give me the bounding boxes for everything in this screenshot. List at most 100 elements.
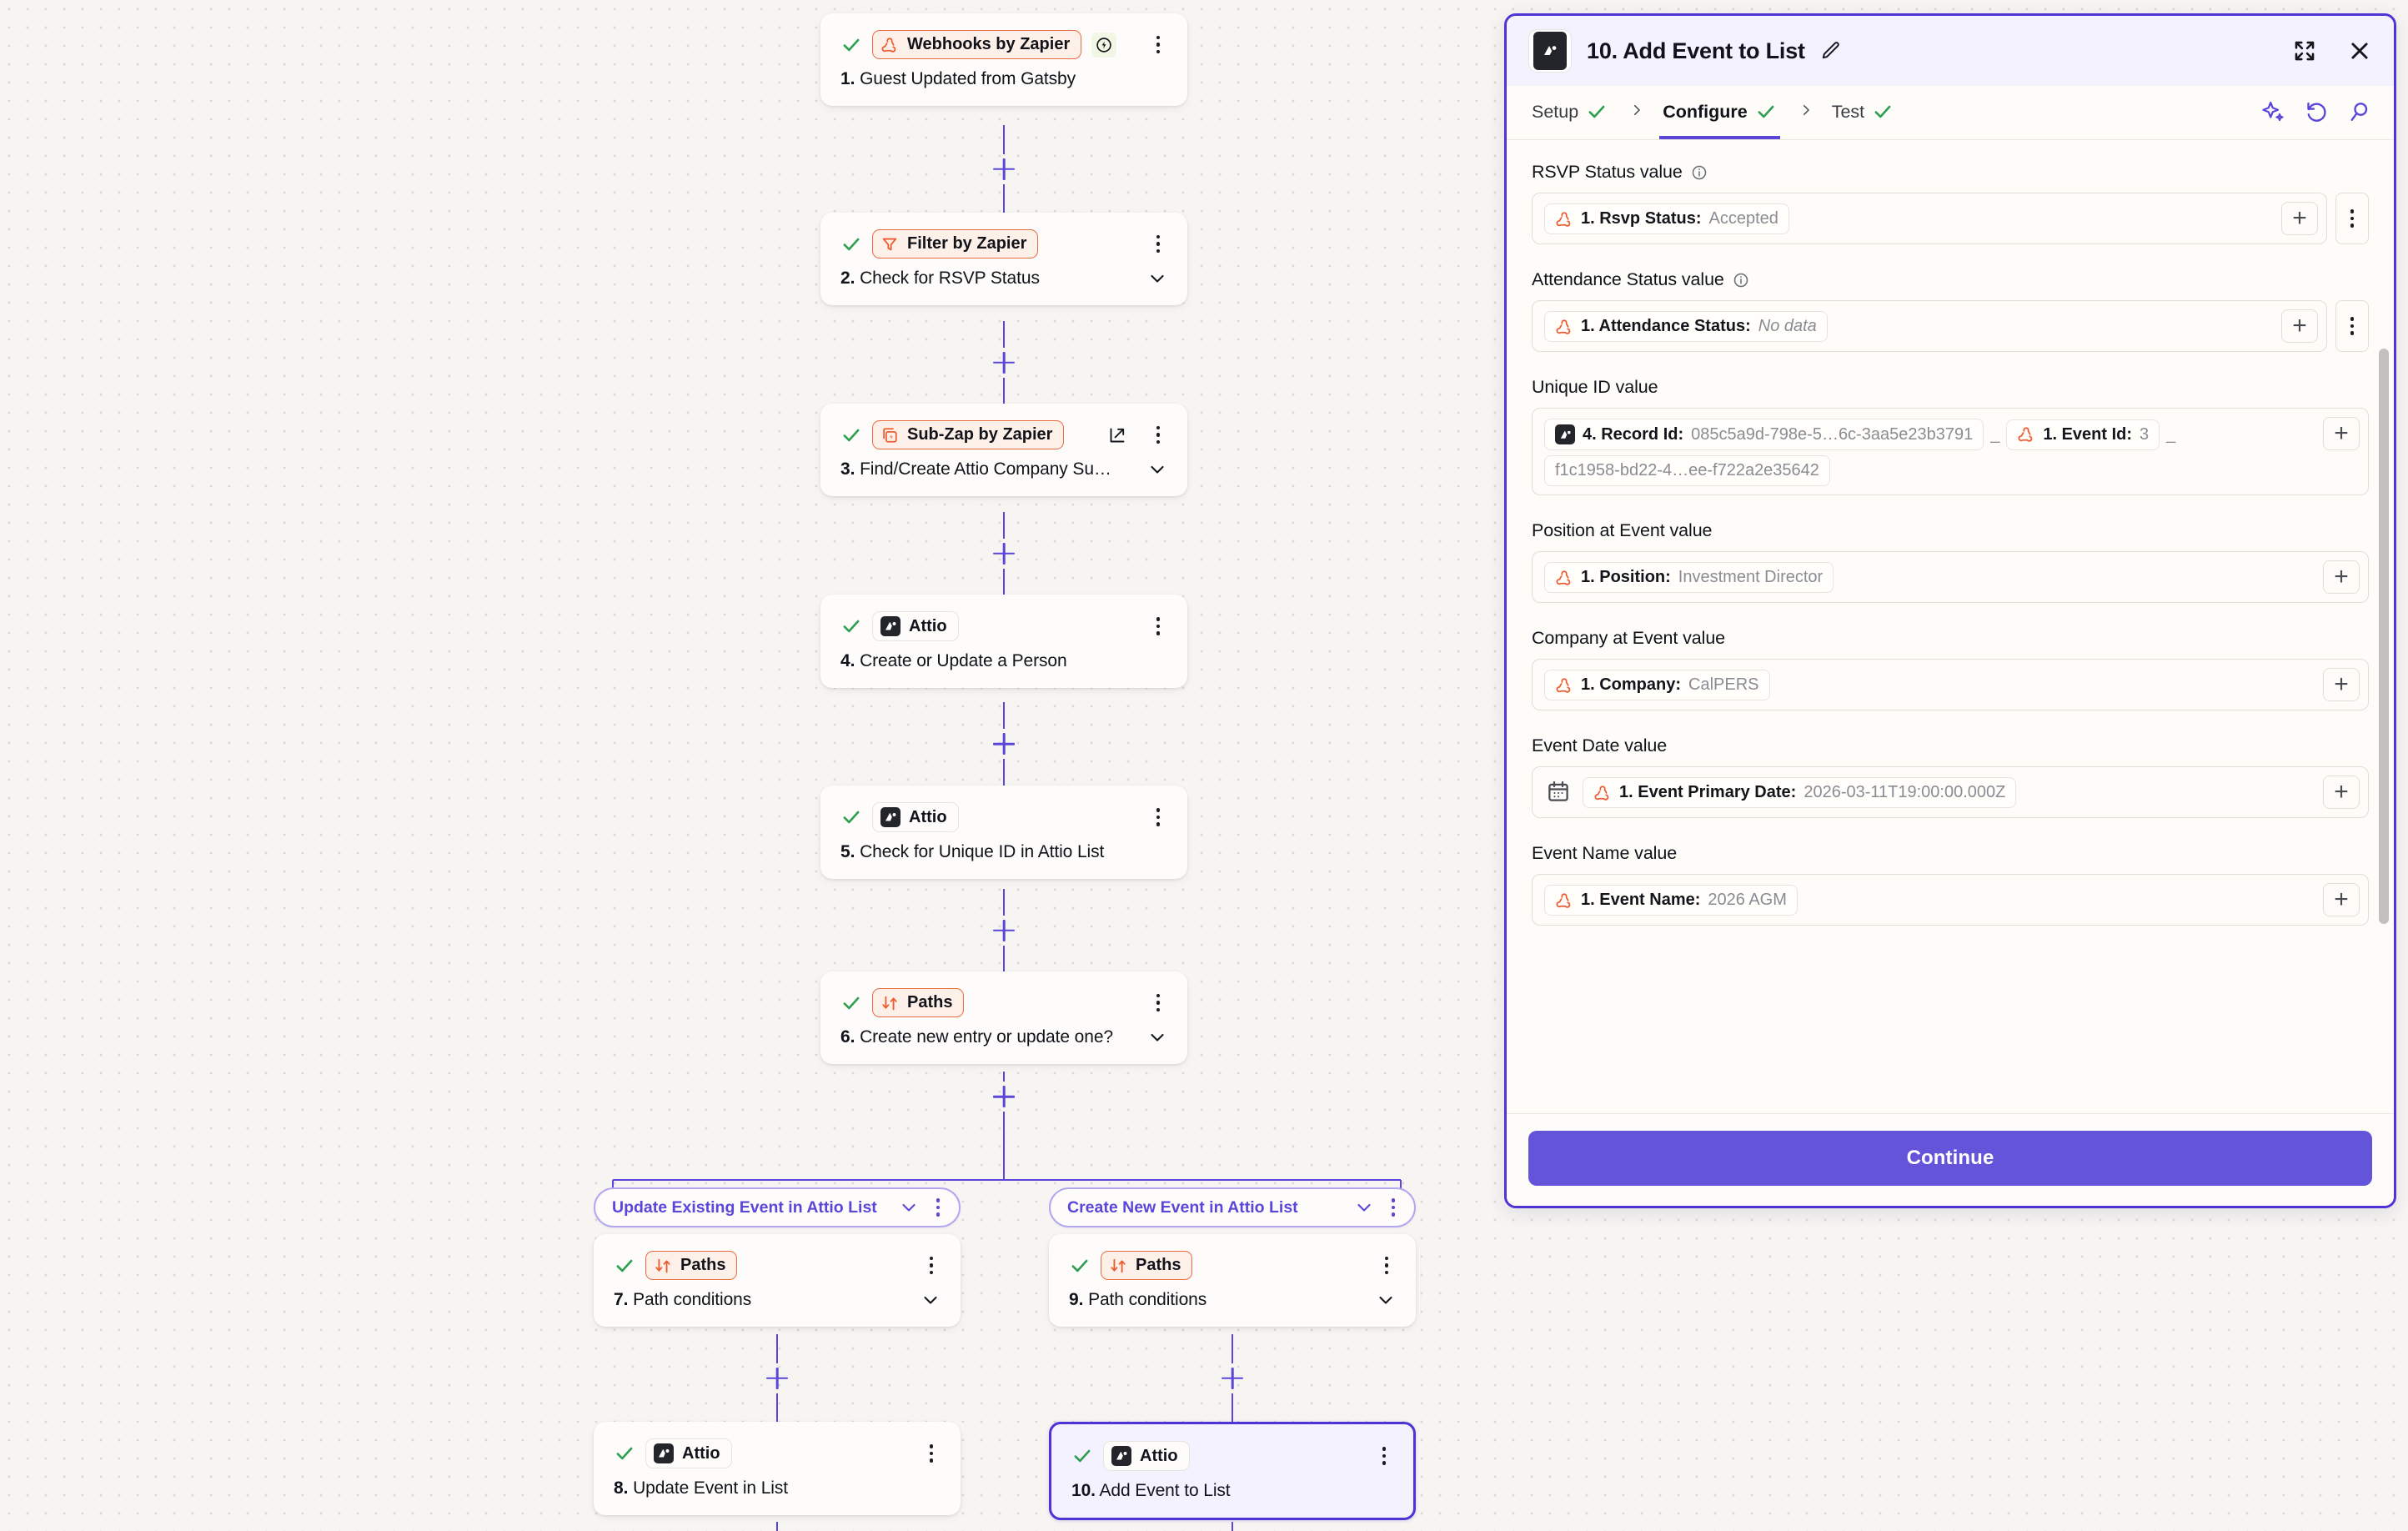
field-token[interactable]: 1. Event Primary Date: 2026-03-11T19:00:… <box>1583 777 2017 808</box>
step-status-check-icon <box>840 992 862 1014</box>
token-label: 1. Rsvp Status: <box>1581 209 1702 228</box>
node-options-kebab[interactable] <box>1149 233 1167 255</box>
node-options-kebab[interactable] <box>922 1443 941 1464</box>
node-options-kebab[interactable] <box>1149 34 1167 56</box>
node-title: 1. Guest Updated from Gatsby <box>840 69 1076 88</box>
add-step-button[interactable] <box>993 158 1015 180</box>
add-step-button[interactable] <box>993 733 1015 755</box>
workflow-node-n2[interactable]: Filter by Zapier 2. Check for RSVP Statu… <box>820 213 1187 305</box>
field-token[interactable]: 1. Attendance Status: No data <box>1544 311 1828 342</box>
tab-test[interactable]: Test <box>1829 86 1897 139</box>
workflow-node-n1[interactable]: Webhooks by Zapier 1. Guest Updated from… <box>820 13 1187 106</box>
path-branch-create-new[interactable]: Create New Event in Attio List <box>1049 1187 1416 1227</box>
node-options-kebab[interactable] <box>1149 806 1167 828</box>
path-branch-chevron-down-icon[interactable] <box>899 1197 919 1217</box>
tab-label: Test <box>1831 101 1865 122</box>
field-token[interactable]: 1. Position: Investment Director <box>1544 562 1834 593</box>
path-branch-chevron-down-icon[interactable] <box>1354 1197 1374 1217</box>
panel-scrollbar[interactable] <box>2379 349 2389 924</box>
insert-data-button[interactable] <box>2323 883 2360 916</box>
info-icon[interactable] <box>1691 164 1708 181</box>
field-options-kebab[interactable] <box>2335 193 2369 244</box>
pencil-icon[interactable] <box>1820 40 1842 62</box>
node-options-kebab[interactable] <box>1149 992 1167 1014</box>
token-value: Accepted <box>1708 209 1778 228</box>
field-input[interactable]: 1. Event Name: 2026 AGM <box>1532 874 2369 926</box>
node-options-kebab[interactable] <box>1149 424 1167 446</box>
add-step-button[interactable] <box>993 1086 1015 1107</box>
node-app-chip: Attio <box>645 1438 732 1468</box>
insert-data-button[interactable] <box>2281 309 2318 343</box>
node-app-chip: Attio <box>872 802 959 832</box>
field-token[interactable]: 1. Event Id: 3 <box>2006 419 2160 450</box>
add-step-button[interactable] <box>1222 1368 1243 1389</box>
ai-sparkle-icon[interactable] <box>2260 99 2285 124</box>
field-input[interactable]: 1. Event Primary Date: 2026-03-11T19:00:… <box>1532 766 2369 818</box>
node-expand-chevron-down-icon[interactable] <box>1147 459 1167 479</box>
field-token[interactable]: 1. Rsvp Status: Accepted <box>1544 203 1789 234</box>
workflow-node-n5[interactable]: Attio 5. Check for Unique ID in Attio Li… <box>820 786 1187 879</box>
workflow-node-n7[interactable]: Paths 7. Path conditions <box>594 1234 961 1327</box>
field-token[interactable]: 4. Record Id: 085c5a9d-798e-5…6c-3aa5e23… <box>1544 419 1984 450</box>
workflow-node-n9[interactable]: Paths 9. Path conditions <box>1049 1234 1416 1327</box>
continue-button[interactable]: Continue <box>1528 1131 2372 1186</box>
path-branch-kebab[interactable] <box>929 1197 947 1218</box>
workflow-node-n10[interactable]: Attio 10. Add Event to List <box>1049 1422 1416 1520</box>
workflow-node-n8[interactable]: Attio 8. Update Event in List <box>594 1422 961 1515</box>
field-event-name: Event Name value 1. Event Name: 2026 AGM <box>1532 843 2369 926</box>
workflow-node-n6[interactable]: Paths 6. Create new entry or update one? <box>820 971 1187 1064</box>
close-icon[interactable] <box>2347 38 2372 63</box>
insert-data-button[interactable] <box>2281 202 2318 235</box>
zapier-icon <box>1555 210 1573 228</box>
token-value: No data <box>1758 317 1817 335</box>
field-token[interactable]: 1. Event Name: 2026 AGM <box>1544 885 1798 916</box>
node-expand-chevron-down-icon[interactable] <box>1147 269 1167 289</box>
node-expand-chevron-down-icon[interactable] <box>921 1290 941 1310</box>
add-step-button[interactable] <box>993 920 1015 941</box>
field-label: Position at Event value <box>1532 520 2369 541</box>
instant-bolt-icon <box>1091 32 1117 58</box>
field-input[interactable]: 1. Rsvp Status: Accepted <box>1532 193 2327 244</box>
token-label: 1. Attendance Status: <box>1581 317 1751 335</box>
field-options-kebab-dots[interactable] <box>2343 315 2361 337</box>
node-options-kebab[interactable] <box>1149 615 1167 637</box>
field-input[interactable]: 1. Position: Investment Director <box>1532 551 2369 603</box>
path-branch-update-existing[interactable]: Update Existing Event in Attio List <box>594 1187 961 1227</box>
insert-data-button[interactable] <box>2323 417 2360 450</box>
insert-data-button[interactable] <box>2323 668 2360 701</box>
tab-configure[interactable]: Configure <box>1659 86 1780 139</box>
insert-data-button[interactable] <box>2323 560 2360 594</box>
field-token[interactable]: 1. Company: CalPERS <box>1544 670 1770 700</box>
field-options-kebab-dots[interactable] <box>2343 208 2361 229</box>
search-icon[interactable] <box>2347 99 2372 124</box>
field-input[interactable]: 4. Record Id: 085c5a9d-798e-5…6c-3aa5e23… <box>1532 408 2369 495</box>
panel-tabs[interactable]: Setup Configure Test <box>1507 86 2394 140</box>
step-status-check-icon <box>614 1443 635 1464</box>
node-expand-chevron-down-icon[interactable] <box>1376 1290 1396 1310</box>
add-step-button[interactable] <box>993 543 1015 565</box>
node-expand-chevron-down-icon[interactable] <box>1147 1027 1167 1047</box>
node-options-kebab[interactable] <box>1377 1255 1396 1277</box>
token-label: 1. Event Primary Date: <box>1619 783 1797 801</box>
undo-icon[interactable] <box>2304 99 2329 124</box>
field-input[interactable]: 1. Company: CalPERS <box>1532 659 2369 710</box>
info-icon[interactable] <box>1733 272 1749 289</box>
add-step-button[interactable] <box>766 1368 788 1389</box>
open-sub-zap-icon[interactable] <box>1107 425 1139 445</box>
node-options-kebab[interactable] <box>922 1255 941 1277</box>
field-options-kebab[interactable] <box>2335 300 2369 352</box>
field-input[interactable]: 1. Attendance Status: No data <box>1532 300 2327 352</box>
tab-setup[interactable]: Setup <box>1528 86 1611 139</box>
workflow-node-n3[interactable]: Sub-Zap by Zapier 3. Find/Create Attio C… <box>820 404 1187 496</box>
connector-line <box>1231 1522 1234 1531</box>
expand-icon[interactable] <box>2292 38 2317 63</box>
field-rsvp-status: RSVP Status value 1. Rsvp Status: Accept… <box>1532 162 2369 244</box>
path-branch-kebab[interactable] <box>1384 1197 1402 1218</box>
add-step-button[interactable] <box>993 352 1015 374</box>
insert-data-button[interactable] <box>2323 776 2360 809</box>
node-app-chip: Attio <box>872 611 959 641</box>
workflow-node-n4[interactable]: Attio 4. Create or Update a Person <box>820 595 1187 688</box>
node-options-kebab[interactable] <box>1375 1445 1393 1467</box>
field-token[interactable]: f1c1958-bd22-4…ee-f722a2e35642 <box>1544 455 1830 486</box>
